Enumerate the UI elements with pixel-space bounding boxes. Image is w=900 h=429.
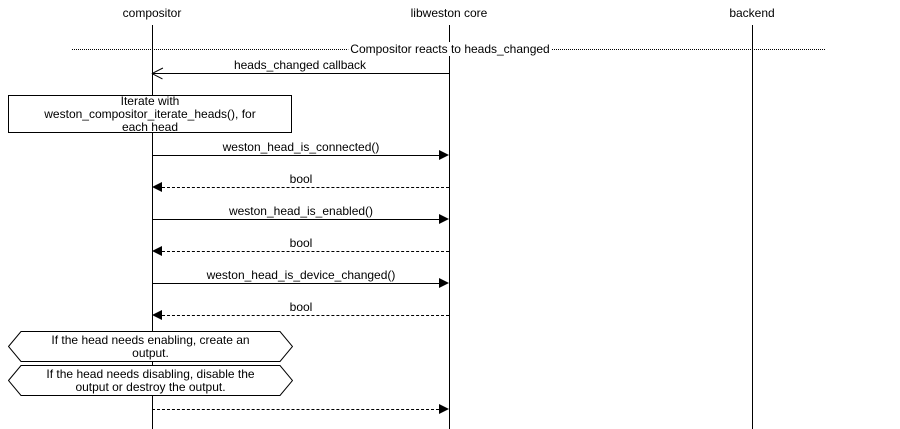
note-iterate-heads: Iterate with weston_compositor_iterate_h… bbox=[8, 93, 292, 134]
message-line-bool-enabled bbox=[162, 251, 449, 252]
message-line-heads-changed-callback bbox=[152, 73, 449, 74]
message-line-unlabeled-return bbox=[152, 409, 439, 410]
message-label-weston-head-is-connected: weston_head_is_connected() bbox=[222, 140, 380, 154]
fragment-disable-head-text: If the head needs disabling, disable the… bbox=[46, 366, 255, 394]
separator-label: Compositor reacts to heads_changed bbox=[348, 42, 552, 56]
message-line-bool-connected bbox=[162, 187, 449, 188]
lifeline-compositor bbox=[152, 25, 153, 429]
arrowhead-filled-right-weston-head-is-connected bbox=[439, 150, 449, 160]
arrowhead-filled-right-weston-head-is-device-changed bbox=[439, 278, 449, 288]
fragment-disable-head: If the head needs disabling, disable the… bbox=[8, 365, 293, 396]
lifeline-backend bbox=[752, 25, 753, 429]
participant-label-backend: backend bbox=[729, 6, 775, 20]
message-label-weston-head-is-enabled: weston_head_is_enabled() bbox=[228, 204, 374, 218]
message-line-bool-device-changed bbox=[162, 315, 449, 316]
arrowhead-filled-right-weston-head-is-enabled bbox=[439, 214, 449, 224]
arrowhead-open-left-heads-changed-callback bbox=[152, 67, 164, 79]
arrowhead-filled-right-unlabeled-return bbox=[439, 404, 449, 414]
message-line-weston-head-is-enabled bbox=[152, 219, 439, 220]
message-label-bool-device-changed: bool bbox=[289, 300, 313, 314]
message-label-heads-changed-callback: heads_changed callback bbox=[233, 58, 367, 72]
message-label-weston-head-is-device-changed: weston_head_is_device_changed() bbox=[206, 268, 396, 282]
arrowhead-filled-left-bool-enabled bbox=[152, 246, 162, 256]
participant-label-compositor: compositor bbox=[122, 6, 182, 20]
arrowhead-filled-left-bool-device-changed bbox=[152, 310, 162, 320]
fragment-enable-head: If the head needs enabling, create an ou… bbox=[8, 331, 293, 362]
message-line-weston-head-is-device-changed bbox=[152, 283, 439, 284]
participant-label-libweston-core: libweston core bbox=[410, 6, 488, 20]
fragment-enable-head-text: If the head needs enabling, create an ou… bbox=[51, 332, 250, 360]
message-label-bool-enabled: bool bbox=[289, 236, 313, 250]
message-line-weston-head-is-connected bbox=[152, 155, 439, 156]
note-text: Iterate with weston_compositor_iterate_h… bbox=[44, 93, 256, 134]
lifeline-libweston-core bbox=[449, 25, 450, 429]
arrowhead-filled-left-bool-connected bbox=[152, 182, 162, 192]
message-label-bool-connected: bool bbox=[289, 172, 313, 186]
